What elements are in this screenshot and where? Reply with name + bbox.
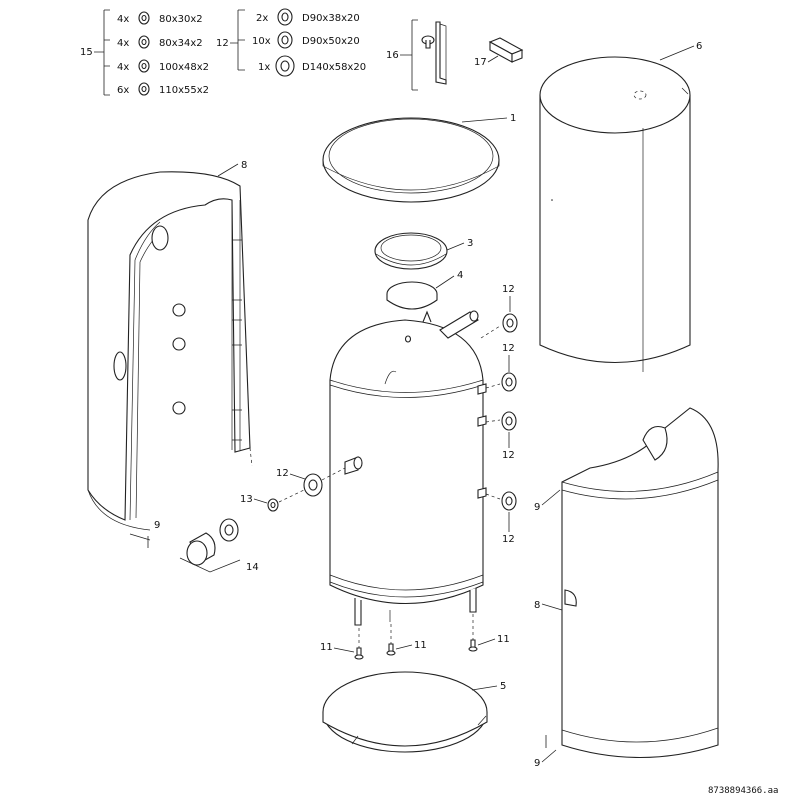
kit-15-qty-3: 4x: [117, 62, 129, 73]
top-cover-part-1: 1: [322, 113, 516, 203]
part-17-group: 17: [474, 37, 524, 68]
kit-15-size-2: 80x34x2: [159, 38, 203, 49]
callout-6: 6: [696, 41, 702, 52]
kit-15-size-1: 80x30x2: [159, 14, 203, 25]
callout-12e: 12: [276, 468, 289, 479]
storage-tank: [329, 310, 487, 626]
disc-part-4: 4: [386, 270, 463, 310]
plug-part-14: 14: [179, 518, 259, 573]
foot-screw-part-11-a: 11: [320, 628, 364, 660]
callout-11c: 11: [497, 634, 510, 645]
diagram-id: 8738894366.aa: [708, 786, 778, 796]
part-16-group: 16: [386, 19, 447, 91]
callout-8b: 8: [534, 600, 540, 611]
callout-4: 4: [457, 270, 463, 281]
ring-icon: [275, 55, 295, 77]
callout-17: 17: [474, 57, 487, 68]
foot-screw-part-11-b: 11: [386, 624, 427, 656]
bottom-cover-part-5: 5: [322, 671, 506, 753]
foot-screw-part-11-c: 11: [468, 614, 510, 652]
kit-12-qty-1: 2x: [256, 13, 268, 24]
callout-9a: 9: [154, 520, 160, 531]
washer-icon: [138, 11, 150, 25]
flange-part-3: 3: [374, 232, 473, 270]
ring-part-12-d: 12: [485, 491, 517, 545]
kit-15-qty-4: 6x: [117, 85, 129, 96]
kit-12-legend: 12 2x D90x38x20 10x D90x50x20 1x D140x58…: [216, 8, 366, 77]
callout-8a: 8: [241, 160, 247, 171]
kit-15-legend: 15 4x 80x30x2 4x 80x34x2 4x 100x48x2 6x …: [80, 9, 209, 96]
sensor-bracket-icon: [421, 21, 447, 85]
callout-5: 5: [500, 681, 506, 692]
insulation-shell-left: 8 9: [87, 160, 253, 548]
kit-15-size-3: 100x48x2: [159, 62, 209, 73]
ring-part-12-c: 12: [485, 411, 517, 461]
kit-15-label: 15: [80, 47, 93, 58]
outer-jacket-part-6: 6: [539, 41, 702, 372]
ring-icon: [277, 8, 293, 26]
callout-14: 14: [246, 562, 259, 573]
kit-12-size-2: D90x50x20: [302, 36, 360, 47]
callout-3: 3: [467, 238, 473, 249]
washer-icon: [138, 82, 150, 96]
callout-11a: 11: [320, 642, 333, 653]
callout-11b: 11: [414, 640, 427, 651]
kit-12-size-3: D140x58x20: [302, 62, 366, 73]
callout-13: 13: [240, 494, 253, 505]
kit-12-size-1: D90x38x20: [302, 13, 360, 24]
ring-part-13: 13: [240, 489, 305, 512]
ring-icon: [277, 31, 293, 49]
callout-9b: 9: [534, 502, 540, 513]
washer-icon: [138, 59, 150, 73]
kit-12-label: 12: [216, 38, 229, 49]
callout-1: 1: [510, 113, 516, 124]
callout-9c: 9: [534, 758, 540, 769]
callout-12d: 12: [502, 534, 515, 545]
washer-icon: [138, 35, 150, 49]
callout-12a: 12: [502, 284, 515, 295]
kit-15-size-4: 110x55x2: [159, 85, 209, 96]
block-icon: [488, 37, 524, 63]
kit-15-qty-2: 4x: [117, 38, 129, 49]
kit-15-qty-1: 4x: [117, 14, 129, 25]
callout-12b: 12: [502, 343, 515, 354]
ring-part-12-a: 12: [480, 284, 518, 339]
callout-16: 16: [386, 50, 399, 61]
ring-part-12-e: 12: [276, 467, 346, 497]
kit-12-qty-2: 10x: [252, 36, 271, 47]
ring-part-12-b: 12: [485, 343, 517, 392]
insulation-shell-right: 9 8 9: [534, 407, 719, 769]
callout-12c: 12: [502, 450, 515, 461]
kit-12-qty-3: 1x: [258, 62, 270, 73]
